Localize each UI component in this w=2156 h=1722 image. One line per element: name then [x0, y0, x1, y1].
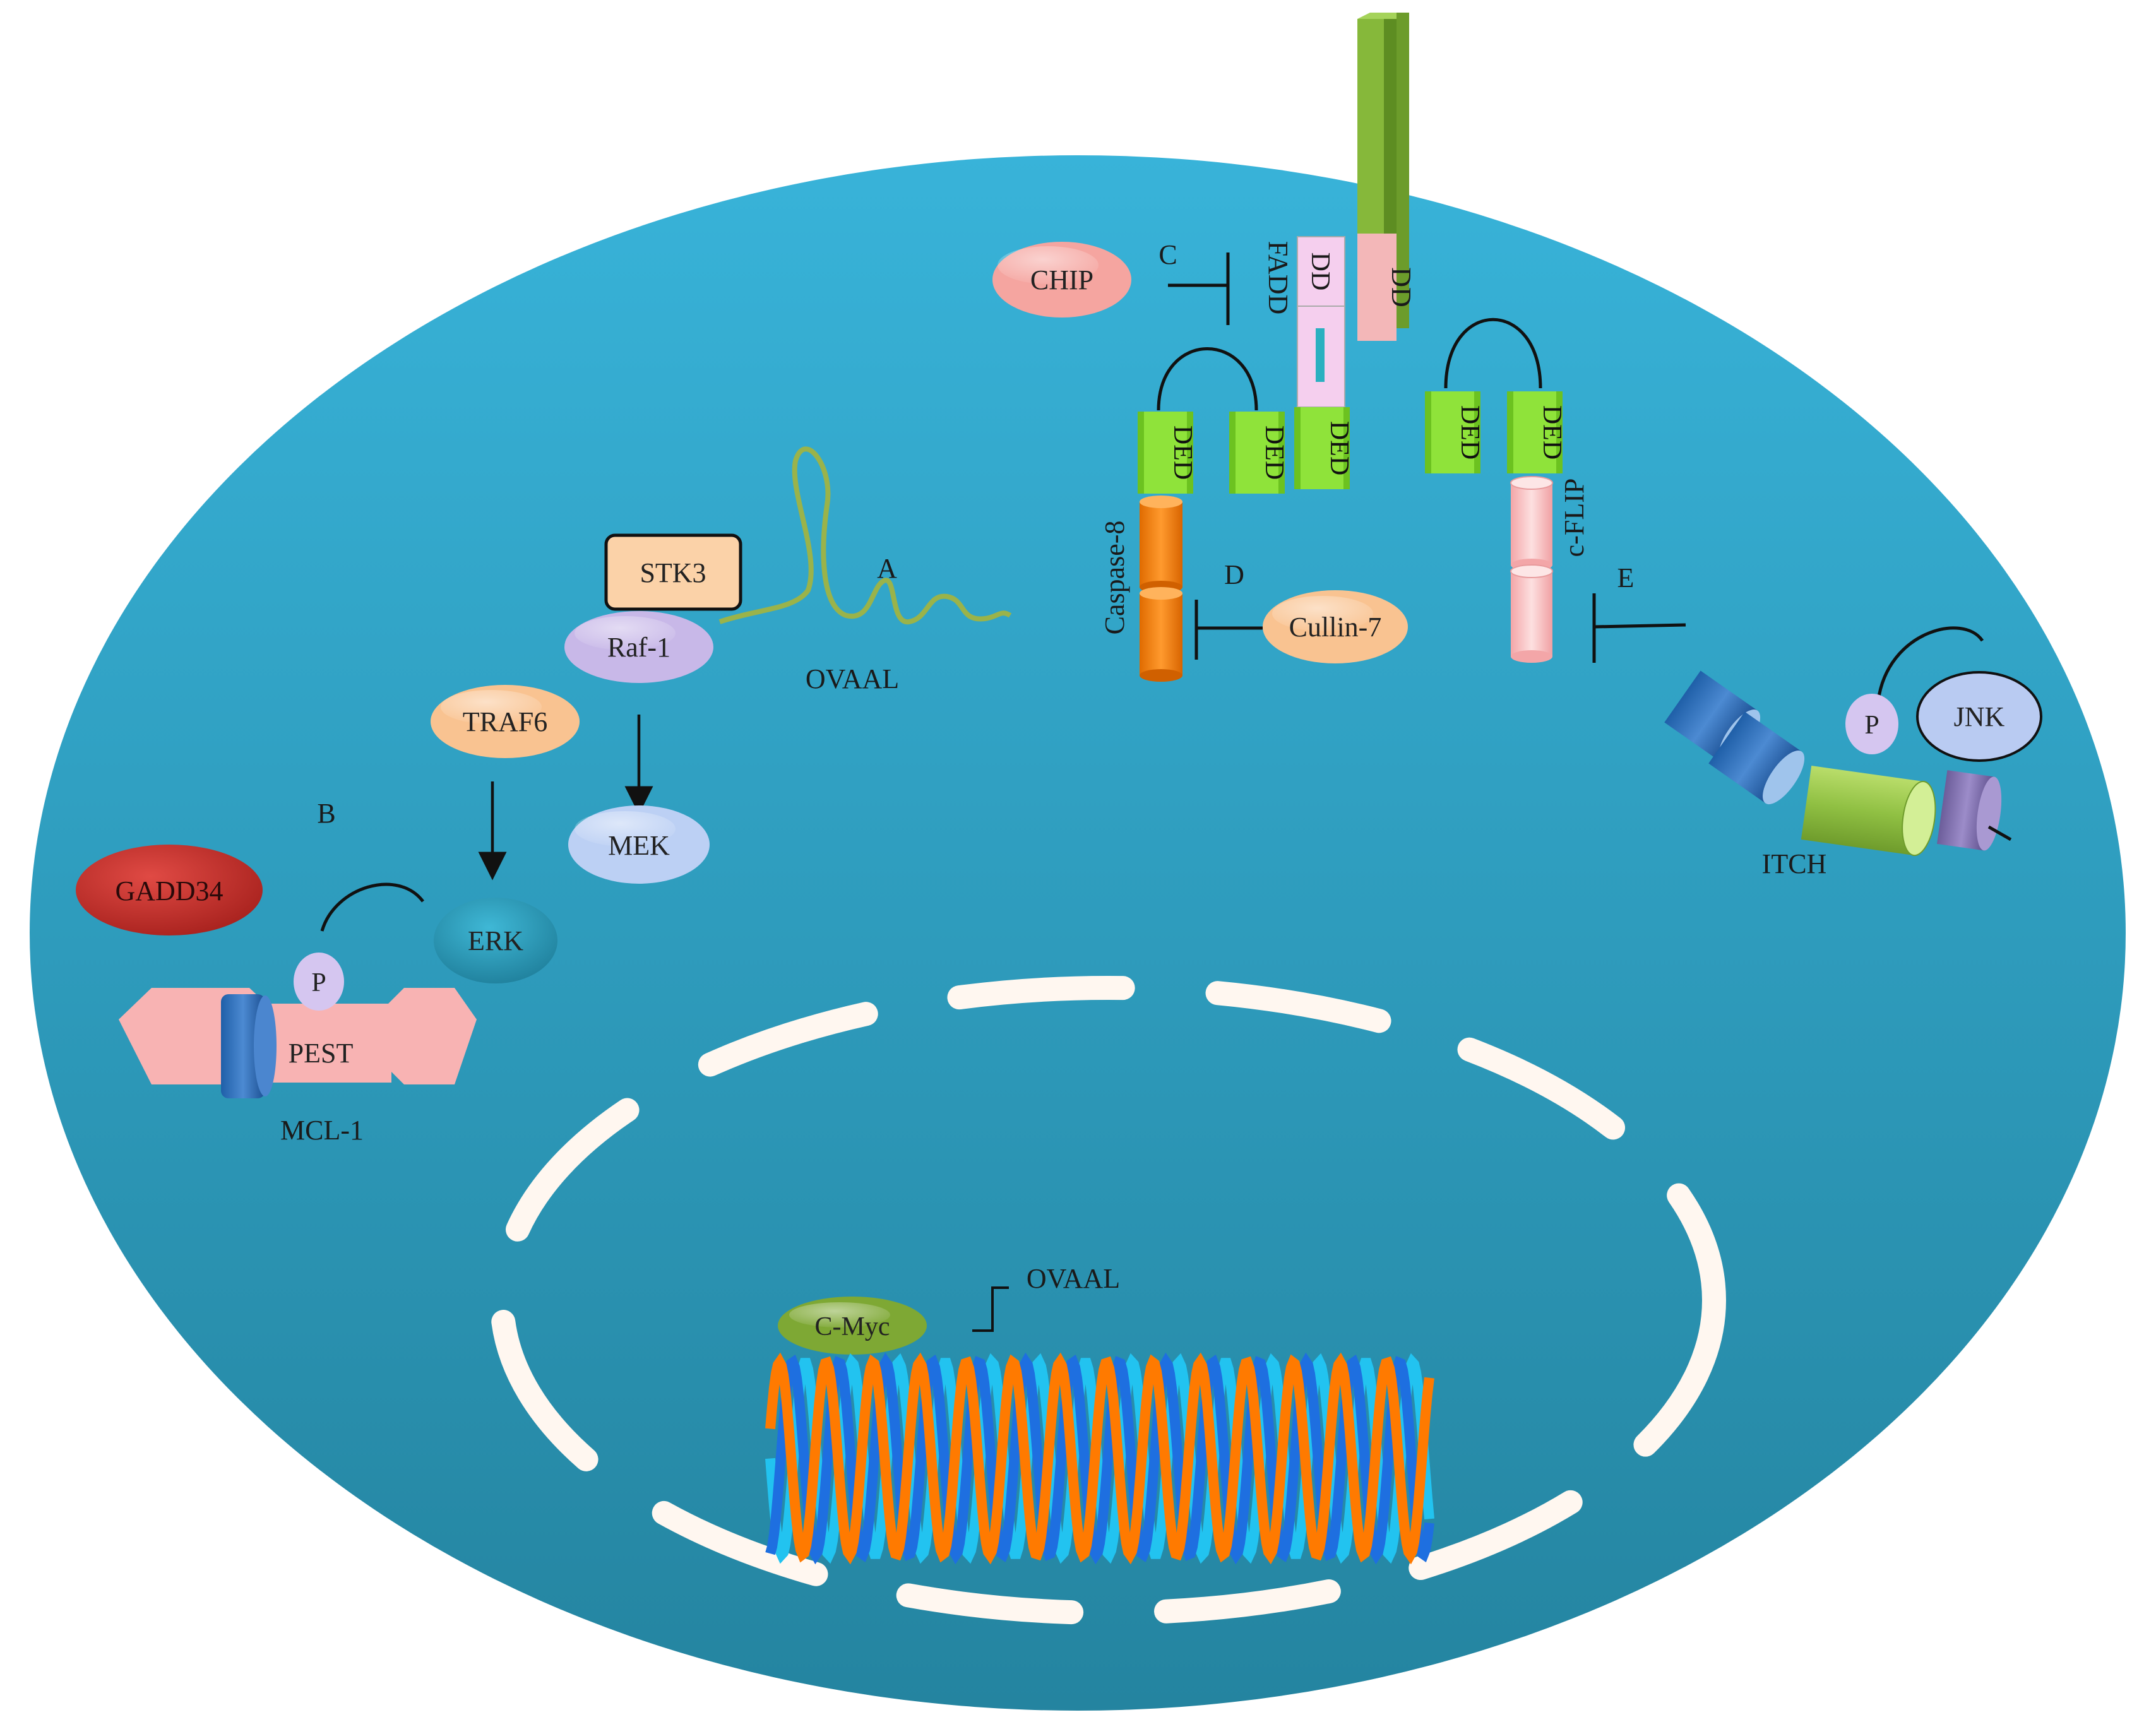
- cullin7-label: Cullin-7: [1289, 612, 1382, 643]
- ded-label-fadd: DED: [1325, 421, 1354, 475]
- ded-arc-right: [1444, 318, 1542, 389]
- fadd-linker-bar: [1316, 328, 1325, 382]
- erk-ellipse[interactable]: [434, 898, 557, 983]
- dna-strand: [765, 1352, 1434, 1565]
- itch-label: ITCH: [1762, 848, 1827, 879]
- cflip-label: c-FLIP: [1559, 478, 1590, 557]
- ded-label-cflip: DED: [1537, 405, 1566, 460]
- label-e: E: [1617, 562, 1635, 593]
- label-d: D: [1224, 559, 1244, 590]
- label-c: C: [1158, 239, 1177, 270]
- chip-highlight: [998, 246, 1099, 284]
- gadd34-ellipse[interactable]: [76, 845, 263, 935]
- erk-arc: [320, 882, 424, 932]
- caspase8-cylinder-top: [1140, 496, 1182, 593]
- cullin7-highlight: [1272, 596, 1373, 631]
- jnk-ellipse[interactable]: [1916, 671, 2042, 762]
- mek-label: MEK: [608, 830, 670, 861]
- fadd-label: FADD: [1263, 241, 1294, 315]
- traf6-highlight: [441, 690, 542, 724]
- ded-label-caspase: DED: [1168, 425, 1197, 480]
- raf1-label: Raf-1: [607, 632, 670, 663]
- cflip-cylinder-top: [1510, 476, 1553, 571]
- ded-box-right1: [1425, 391, 1480, 473]
- ded-box-fadd: [1294, 407, 1350, 489]
- erk-label: ERK: [468, 925, 523, 956]
- dna-strand: [765, 1353, 1434, 1564]
- ovaal-label-a: OVAAL: [806, 663, 899, 694]
- mcl1-label: MCL-1: [280, 1115, 364, 1146]
- ded-arc-left: [1157, 347, 1258, 411]
- cflip-cylinder-bottom: [1510, 564, 1553, 663]
- label-a: A: [877, 553, 897, 584]
- itch-inhibit-line: [1593, 623, 1686, 629]
- jnk-p-label: P: [1864, 711, 1879, 740]
- pest-label: PEST: [289, 1038, 354, 1069]
- ded-label-left2: DED: [1260, 425, 1289, 480]
- ovaal-promoter-line: [972, 1286, 1009, 1332]
- jnk-arc: [1876, 626, 1984, 701]
- jnk-p-bubble: [1845, 694, 1898, 754]
- cmyc-highlight: [789, 1302, 890, 1327]
- ded-label-right1: DED: [1455, 405, 1484, 460]
- cmyc-label: C-Myc: [815, 1312, 890, 1341]
- traf6-label: TRAF6: [463, 706, 547, 737]
- caspase8-cylinder-bottom: [1140, 587, 1182, 682]
- ded-box-caspase: [1138, 412, 1193, 494]
- mcl1-p-bubble: [294, 953, 344, 1011]
- gadd34-label: GADD34: [115, 876, 223, 906]
- raf1-highlight: [575, 616, 676, 650]
- ovaal-label-nucleus: OVAAL: [1027, 1263, 1120, 1294]
- jnk-label: JNK: [1954, 701, 2005, 732]
- itch-protein-icon: [1664, 670, 2012, 857]
- dna-helix-icon: [765, 1352, 1434, 1565]
- caspase8-label: Caspase-8: [1099, 521, 1130, 635]
- label-b: B: [317, 798, 335, 829]
- mek-highlight: [575, 811, 676, 846]
- cell-membrane: [30, 155, 2126, 1711]
- receptor-icon: [1357, 13, 1409, 341]
- stk3-box[interactable]: [604, 533, 742, 611]
- mcl1-p-label: P: [311, 968, 326, 997]
- stk3-label: STK3: [640, 557, 706, 588]
- ded-box-left2: [1229, 412, 1285, 494]
- fadd-dd-label: DD: [1306, 252, 1335, 291]
- chip-label: CHIP: [1030, 264, 1093, 295]
- nucleus-envelope: [490, 976, 1726, 1625]
- mcl1-protein-icon: [119, 988, 477, 1098]
- ovaal-rna-strand: [718, 446, 1012, 625]
- receptor-dd-label: DD: [1386, 267, 1417, 307]
- ded-box-cflip: [1507, 391, 1563, 473]
